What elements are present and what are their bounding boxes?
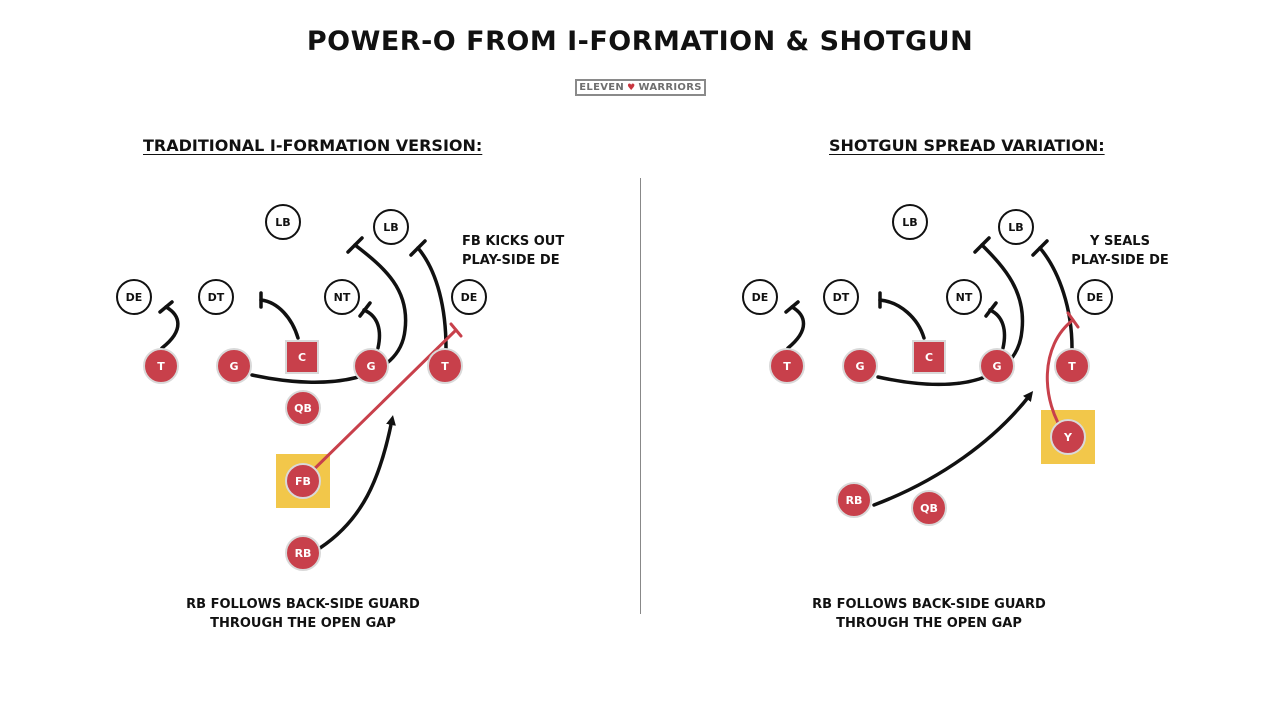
left-c-block-route [259,298,300,340]
right-player-g: G [979,348,1015,384]
right-rb-route [872,391,1034,507]
right-rg-block-bar [984,301,998,318]
right-rg-block-route [988,308,1007,350]
center-divider [640,178,641,614]
right-t-block-bar [784,300,800,314]
left-player-rb: RB [285,535,321,571]
left-pull-route [250,243,408,384]
right-caption-line: THROUGH THE OPEN GAP [836,616,1022,631]
left-diagram-heading: TRADITIONAL I-FORMATION VERSION: [143,136,483,155]
page-title: POWER-O FROM I-FORMATION & SHOTGUN [306,26,974,57]
logo-text-right: WARRIORS [638,82,702,93]
right-y-seal-bar [1066,311,1080,329]
left-rg-block-bar [358,301,372,318]
left-player-c: C [285,340,319,374]
left-tackle-bar [409,239,427,257]
right-diagram-heading: SHOTGUN SPREAD VARIATION: [829,136,1105,155]
right-callout: Y SEALS PLAY-SIDE DE [1070,232,1170,270]
right-player-qb: QB [911,490,947,526]
left-fb-kickout-bar [449,322,463,338]
right-callout-line: Y SEALS [1090,234,1150,249]
left-rg-block-route [362,308,382,350]
left-player-fb: FB [285,463,321,499]
left-defender-lb: LB [265,204,301,240]
right-tackle-route [1038,246,1074,350]
right-defender-de: DE [742,279,778,315]
left-callout: FB KICKS OUT PLAY-SIDE DE [462,232,564,270]
left-defender-de: DE [116,279,152,315]
left-player-t: T [143,348,179,384]
right-pull-bar [973,236,991,254]
left-defender-lb: LB [373,209,409,245]
left-player-t: T [427,348,463,384]
right-player-y: Y [1050,419,1086,455]
right-caption: RB FOLLOWS BACK-SIDE GUARD THROUGH THE O… [809,595,1049,633]
left-t-block-route [160,305,180,350]
left-caption-line: RB FOLLOWS BACK-SIDE GUARD [186,597,420,612]
left-t-block-bar [158,300,174,314]
right-c-block-route [878,298,926,340]
right-defender-lb: LB [998,209,1034,245]
left-caption: RB FOLLOWS BACK-SIDE GUARD THROUGH THE O… [183,595,423,633]
eleven-warriors-logo: ELEVEN ♥ WARRIORS [575,79,706,96]
left-rb-route [318,415,396,550]
left-pull-bar [346,236,364,254]
right-player-c: C [912,340,946,374]
right-defender-nt: NT [946,279,982,315]
right-player-rb: RB [836,482,872,518]
right-callout-line: PLAY-SIDE DE [1071,253,1169,268]
left-tackle-route [416,246,448,350]
right-player-t: T [1054,348,1090,384]
right-player-g: G [842,348,878,384]
right-defender-dt: DT [823,279,859,315]
left-callout-line: FB KICKS OUT [462,234,565,249]
right-pull-route [876,243,1025,387]
right-t-block-route [786,305,806,350]
right-player-t: T [769,348,805,384]
heart-icon: ♥ [627,82,636,93]
right-caption-line: RB FOLLOWS BACK-SIDE GUARD [812,597,1046,612]
left-caption-line: THROUGH THE OPEN GAP [210,616,396,631]
left-player-g: G [216,348,252,384]
left-defender-dt: DT [198,279,234,315]
left-callout-line: PLAY-SIDE DE [462,253,560,268]
right-defender-de: DE [1077,279,1113,315]
right-tackle-bar [1031,239,1049,257]
left-player-g: G [353,348,389,384]
left-defender-nt: NT [324,279,360,315]
left-defender-de: DE [451,279,487,315]
left-player-qb: QB [285,390,321,426]
right-defender-lb: LB [892,204,928,240]
logo-text-left: ELEVEN [579,82,625,93]
